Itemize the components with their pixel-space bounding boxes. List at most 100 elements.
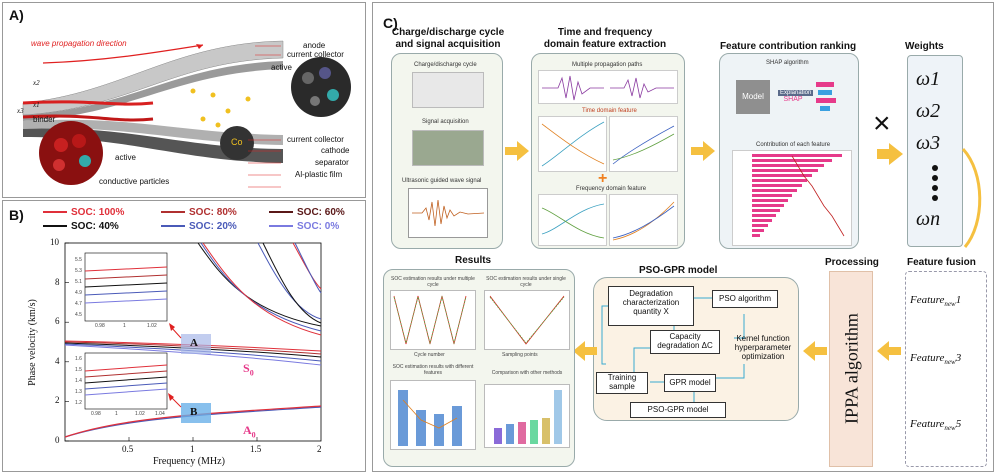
label-conductive-particles: conductive particles	[99, 177, 170, 186]
pso-box-algorithm: PSO algorithm	[712, 290, 778, 308]
xtick-05: 0.5	[122, 444, 134, 454]
weights-box: ω1 ω2 ω3 ωn	[907, 55, 963, 247]
weight-n: ωn	[916, 208, 941, 230]
inset1-ytick-5: 4.5	[75, 312, 82, 318]
single-cycle-plot	[484, 290, 570, 350]
fusion-item-3-base: Feature	[910, 352, 945, 364]
weight-1: ω1	[916, 68, 941, 90]
inset2-ytick-1: 1.5	[75, 367, 82, 373]
ippa-box: IPPA algorithm	[829, 271, 873, 467]
results-caption-2: SOC estimation results with different fe…	[392, 364, 474, 376]
fusion-item-3-index: 3	[955, 352, 962, 364]
section1-caption-1: Signal acquisition	[422, 119, 469, 125]
mode-s0-subscript: 0	[249, 368, 254, 378]
legend-0: SOC: 0%	[297, 221, 340, 232]
section2-box: Multiple propagation paths Time domain f…	[531, 53, 685, 249]
label-current-collector-bottom: current collector	[287, 135, 344, 144]
dispersion-plot	[64, 242, 322, 442]
weights-title: Weights	[905, 41, 944, 52]
results-caption-3: Comparison with other methods	[491, 370, 563, 376]
inset1-ytick-2: 5.1	[75, 279, 82, 285]
model-block: Model	[736, 80, 770, 114]
weight-2: ω2	[916, 100, 941, 122]
label-anode: anode	[303, 41, 326, 50]
curved-arrow	[961, 147, 982, 248]
inset2-xtick-0: 0.98	[91, 411, 101, 417]
results-axis-sampling: Sampling points	[502, 352, 538, 358]
mode-a0-letter: A	[243, 423, 252, 437]
panel-a: A) wave propagation direction anode	[2, 2, 366, 198]
marker-a: A	[190, 337, 198, 349]
label-cathode: cathode	[321, 146, 350, 155]
inset2-xtick-1: 1	[115, 411, 118, 417]
pso-box-capacity: Capacity degradation ΔC	[650, 330, 720, 354]
inset2-ytick-4: 1.2	[75, 400, 82, 406]
fusion-item-1-base: Feature	[910, 294, 945, 306]
legend-40: SOC: 40%	[71, 221, 119, 232]
guided-wave-signal-plot	[408, 188, 488, 238]
methods-comparison-plot	[484, 384, 570, 448]
flow-arrow-3	[877, 143, 903, 165]
pso-box-final: PSO-GPR model	[630, 402, 726, 418]
xtick-2: 2	[317, 444, 322, 454]
ippa-label: IPPA algorithm	[841, 313, 862, 424]
flow-arrow-4	[877, 341, 901, 361]
pso-title: PSO-GPR model	[639, 265, 718, 276]
shap-algorithm-title: SHAP algorithm	[766, 60, 809, 66]
fusion-item-1-index: 1	[955, 294, 962, 306]
label-binder: binder	[33, 115, 56, 124]
ytick-10: 10	[50, 237, 59, 247]
inset1-xtick-1: 1	[123, 323, 126, 329]
results-box: SOC estimation results under multiple cy…	[383, 269, 575, 467]
flow-arrow-1	[505, 141, 529, 161]
section1-title: Charge/discharge cycle and signal acquis…	[391, 27, 505, 50]
shap-force-plot	[816, 82, 836, 111]
panel-c: C) Charge/discharge cycle and signal acq…	[372, 2, 994, 472]
weight-3: ω3	[916, 132, 941, 154]
inset2-xtick-2: 1.02	[135, 411, 145, 417]
pso-connectors	[601, 297, 745, 402]
inset1-ytick-1: 5.3	[75, 268, 82, 274]
explanation-label: Explanation	[778, 90, 814, 96]
mode-s0-letter: S	[243, 361, 250, 375]
x-axis-label: Frequency (MHz)	[153, 456, 225, 467]
section3-title: Feature contribution ranking	[719, 41, 857, 52]
inset2-xtick-3: 1.04	[155, 411, 165, 417]
wave-direction-label: wave propagation direction	[31, 39, 127, 48]
fusion-item-1: Featurenew1	[910, 294, 961, 308]
pso-box-kernel: Kernel function hyperparameter optimizat…	[734, 334, 792, 361]
inset1-ytick-0: 5.5	[75, 257, 82, 263]
section1-caption-2: Ultrasonic guided wave signal	[402, 178, 482, 184]
propagation-paths-plot	[538, 70, 678, 104]
xtick-1: 1	[190, 444, 195, 454]
fusion-item-1-sub: new	[944, 300, 956, 309]
inset1-xtick-2: 1.02	[147, 323, 157, 329]
axis-x3: x3	[17, 107, 24, 115]
flow-arrow-2	[691, 141, 715, 161]
features-bar-plot	[390, 380, 476, 450]
legend-20: SOC: 20%	[189, 221, 237, 232]
mode-a0-label: A0	[243, 423, 256, 439]
fusion-item-5-index: 5	[955, 418, 962, 430]
results-title: Results	[455, 255, 492, 266]
pso-box: Degradation characterization quantity X …	[593, 277, 799, 421]
flow-arrow-5	[803, 341, 827, 361]
multiply-symbol: ×	[873, 107, 891, 140]
fusion-item-5-sub: new	[944, 424, 956, 433]
weights-ellipsis	[932, 165, 938, 201]
legend-swatches	[43, 211, 293, 227]
fusion-item-5: Featurenew5	[910, 418, 961, 432]
fusion-item-3: Featurenew3	[910, 352, 961, 366]
label-current-collector-top: current collector	[287, 50, 344, 59]
section1-box: Charge/discharge cycle Signal acquisitio…	[391, 53, 503, 249]
marker-b: B	[190, 406, 198, 418]
fusion-item-5-base: Feature	[910, 418, 945, 430]
inset1-ytick-4: 4.7	[75, 301, 82, 307]
time-domain-plots	[538, 116, 678, 172]
cycler-image	[412, 72, 484, 108]
xtick-15: 1.5	[250, 444, 262, 454]
model-label: Model	[742, 92, 764, 101]
co-label: Co	[231, 137, 243, 147]
frequency-domain-plots	[538, 194, 678, 246]
